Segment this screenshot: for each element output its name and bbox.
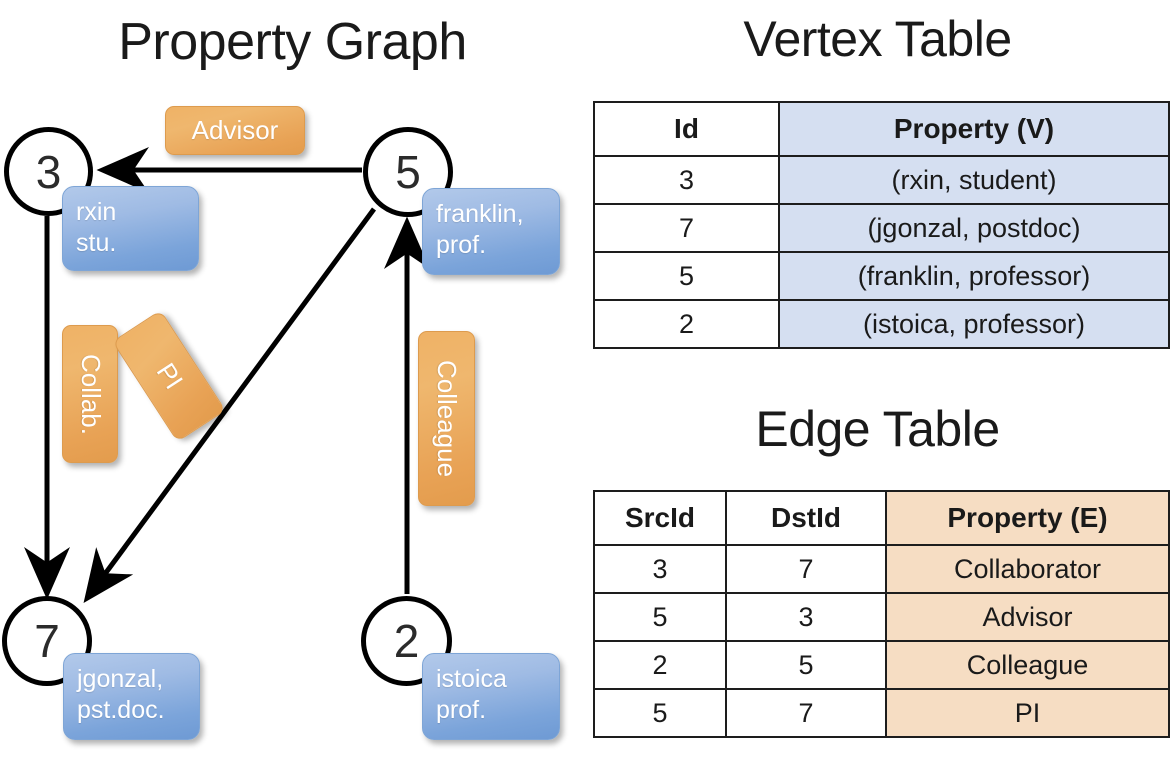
edge-cell-dstid: 3 [725,592,887,642]
table-row: 3 7 Collaborator [593,544,1170,594]
vertex-cell-property: (jgonzal, postdoc) [778,203,1170,253]
edge-label-colleague: Colleague [418,331,475,506]
edge-table: SrcId DstId Property (E) 3 7 Collaborato… [593,490,1170,738]
edge-cell-property: PI [885,688,1170,738]
vertex-col-property: Property (V) [778,101,1170,157]
vertex-cell-id: 2 [593,299,780,349]
edge-label-collab: Collab. [62,325,118,463]
edge-label-collab-text: Collab. [75,353,106,435]
edge-cell-dstid: 5 [725,640,887,690]
vertex-prop-box-2: istoica prof. [422,653,560,740]
edge-cell-dstid: 7 [725,688,887,738]
property-graph-panel: Property Graph Advisor Collab. PI Collea… [2,13,560,740]
edge-cell-srcid: 3 [593,544,727,594]
vertex-cell-property: (franklin, professor) [778,251,1170,301]
vertex-prop-3-line1: rxin [76,198,117,226]
edge-label-advisor: Advisor [165,106,305,155]
vertex-prop-3-line2: stu. [76,228,117,257]
vertex-prop-5-line2: prof. [436,230,487,259]
vertex-cell-id: 7 [593,203,780,253]
table-row: 5 7 PI [593,688,1170,738]
vertex-cell-property: (istoica, professor) [778,299,1170,349]
table-row: 7 (jgonzal, postdoc) [593,203,1170,253]
vertex-cell-id: 5 [593,251,780,301]
table-row: 5 (franklin, professor) [593,251,1170,301]
edge-cell-dstid: 7 [725,544,887,594]
edge-cell-srcid: 2 [593,640,727,690]
table-row: 2 (istoica, professor) [593,299,1170,349]
vertex-table-header-row: Id Property (V) [593,101,1170,157]
edge-col-srcid: SrcId [593,490,727,546]
vertex-prop-box-3: rxin stu. [62,186,199,271]
vertex-table: Id Property (V) 3 (rxin, student) 7 (jgo… [593,101,1170,349]
page-title-property-graph: Property Graph [118,13,467,71]
page-title-vertex-table: Vertex Table [743,11,1012,67]
edge-cell-srcid: 5 [593,688,727,738]
vertex-prop-7-line2: pst.doc. [77,695,165,724]
edge-cell-property: Advisor [885,592,1170,642]
graph-edges [23,146,431,604]
vertex-prop-box-7: jgonzal, pst.doc. [63,653,200,740]
edge-cell-property: Collaborator [885,544,1170,594]
vertex-prop-2-line2: prof. [436,695,487,724]
edge-label-pi-text: PI [150,357,189,395]
vertex-prop-5-line1: franklin, [436,200,524,228]
vertex-col-id: Id [593,101,780,157]
edge-label-advisor-text: Advisor [191,115,279,145]
page-title-edge-table: Edge Table [755,401,1000,457]
table-row: 5 3 Advisor [593,592,1170,642]
graph-node-2[interactable]: 2 [361,596,452,686]
edge-cell-property: Colleague [885,640,1170,690]
table-row: 2 5 Colleague [593,640,1170,690]
vertex-cell-id: 3 [593,155,780,205]
vertex-prop-2-line1: istoica [436,665,507,693]
table-row: 3 (rxin, student) [593,155,1170,205]
edge-cell-srcid: 5 [593,592,727,642]
edge-5-to-7 [83,207,377,604]
edge-label-colleague-text: Colleague [432,359,462,478]
vertex-cell-property: (rxin, student) [778,155,1170,205]
edge-col-dstid: DstId [725,490,887,546]
edge-col-property: Property (E) [885,490,1170,546]
edge-table-header-row: SrcId DstId Property (E) [593,490,1170,546]
vertex-prop-7-line1: jgonzal, [77,665,164,693]
vertex-prop-box-5: franklin, prof. [422,188,560,275]
graph-node-5[interactable]: 5 [363,127,453,217]
